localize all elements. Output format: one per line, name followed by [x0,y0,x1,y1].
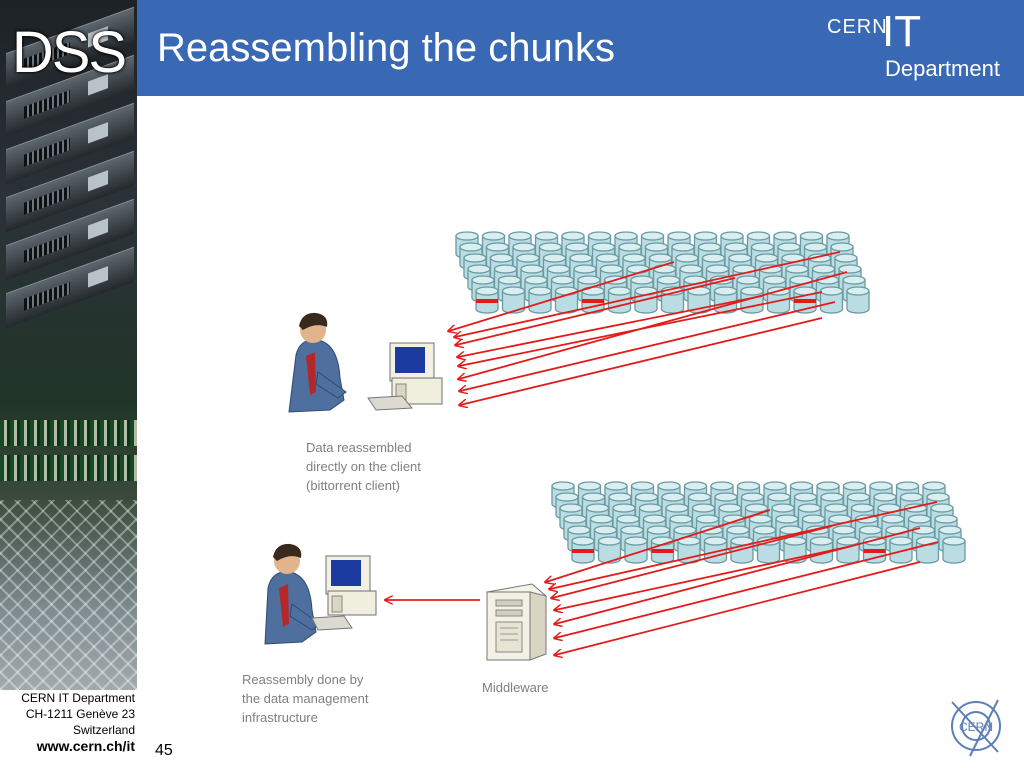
middleware-server-icon [485,583,548,661]
disk-with-chunk [475,286,499,314]
caption-line: directly on the client [306,459,421,474]
logo-it-text: IT [882,7,922,56]
logo-department-text: Department [885,56,1000,81]
disk [677,536,701,564]
caption-line: the data management [242,691,369,706]
disk [624,536,648,564]
disk [597,536,622,564]
caption-line: (bittorrent client) [306,478,400,493]
address-line: CH-1211 Genève 23 [25,707,135,721]
chunk-arrow [555,527,921,624]
emblem-text: CERN [959,720,993,734]
bottom-caption: Reassembly done by the data management i… [242,670,368,727]
chunk-arrow [459,271,848,379]
chunk-arrow [456,277,736,345]
chunk-arrow [449,261,675,331]
chunk-arrow [555,541,939,638]
disk [501,286,526,314]
client-person-icon [288,312,347,413]
logo-cern-text: CERN [827,16,888,38]
caption-line: Data reassembled [306,440,412,455]
slide-title: Reassembling the chunks [157,26,616,70]
chunk-arrow [458,295,763,357]
client-computer-icon [311,555,377,631]
chunk-arrow [455,251,841,337]
chunk-arrow [460,317,823,405]
sidebar-photo [0,0,137,690]
chunk-arrow [555,545,853,610]
cern-emblem-icon: CERN [951,699,1001,757]
circuit-board [0,455,137,481]
disk [660,286,685,314]
circuit-board [0,420,137,446]
address-line: Switzerland [72,723,135,737]
chunk-transfer-arrows [449,251,939,655]
disk [942,536,966,564]
disk-with-chunk [650,536,675,564]
page-number: 45 [155,742,173,759]
footer-url: www.cern.ch/it [36,738,135,754]
disk [836,536,860,564]
disk [819,286,844,314]
chunk-arrow [550,501,938,589]
top-caption: Data reassembled directly on the client … [306,438,421,495]
caption-line: Reassembly done by [242,672,364,687]
middleware-label: Middleware [482,680,549,695]
disk [846,286,870,314]
footer-address: CERN IT Department CH-1211 Genève 23 Swi… [0,690,135,738]
chunk-arrow [555,561,921,655]
server-mesh [0,500,137,690]
disk [554,286,579,314]
disk [915,536,940,564]
disk-with-chunk [862,536,887,564]
chunk-arrow [460,301,836,391]
title-bar: Reassembling the chunks CERN IT Departme… [137,0,1024,96]
disk-with-chunk [571,536,595,564]
address-line: CERN IT Department [21,691,135,705]
disk [730,536,754,564]
brand-dss: DSS [11,20,127,85]
client-computer-icon [367,342,443,411]
disk [713,286,738,314]
disk [528,286,552,314]
client-person-icon [264,543,321,645]
chunk-arrow [552,525,833,598]
caption-line: infrastructure [242,710,318,725]
storage-disk-grid-top [455,231,870,314]
chunk-arrow [546,509,771,582]
